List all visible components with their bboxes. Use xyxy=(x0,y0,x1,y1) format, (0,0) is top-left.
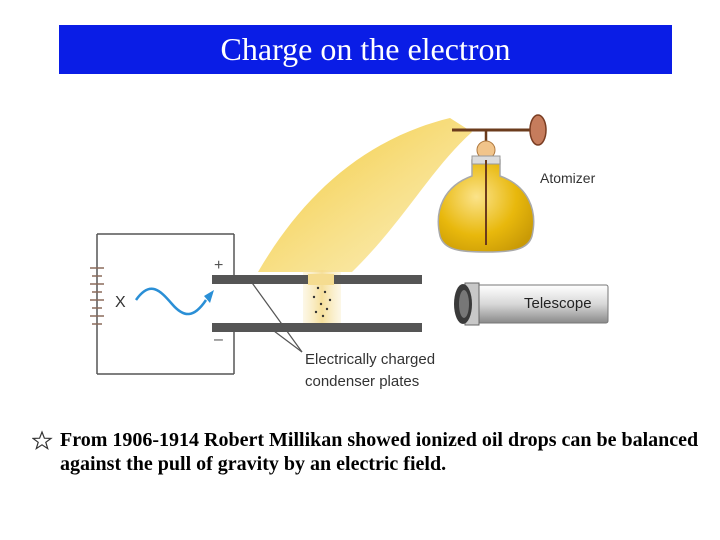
atomizer-icon xyxy=(437,114,547,253)
battery-icon xyxy=(90,267,104,325)
lower-condenser-plate xyxy=(212,323,422,332)
bullet-point: From 1906-1914 Robert Millikan showed io… xyxy=(32,428,702,476)
x-ray-label: X xyxy=(115,294,126,311)
plates-label-line2: condenser plates xyxy=(305,373,419,390)
bullet-text: From 1906-1914 Robert Millikan showed io… xyxy=(60,429,699,475)
x-ray-wave xyxy=(134,287,208,316)
minus-label: – xyxy=(214,331,223,348)
x-ray-arrowhead xyxy=(204,290,214,303)
telescope-icon xyxy=(454,282,609,326)
telescope-label: Telescope xyxy=(524,295,592,312)
oil-drops xyxy=(312,286,332,318)
star-outline-icon xyxy=(32,430,53,451)
title-bar: Charge on the electron xyxy=(59,25,672,74)
atomizer-label: Atomizer xyxy=(540,170,596,186)
plus-label: + xyxy=(214,257,223,274)
plates-label-line1: Electrically charged xyxy=(305,351,435,368)
slide-title: Charge on the electron xyxy=(220,31,511,67)
oil-spray xyxy=(258,118,472,272)
circuit xyxy=(96,233,235,375)
plates-pointer-lines xyxy=(249,279,303,353)
